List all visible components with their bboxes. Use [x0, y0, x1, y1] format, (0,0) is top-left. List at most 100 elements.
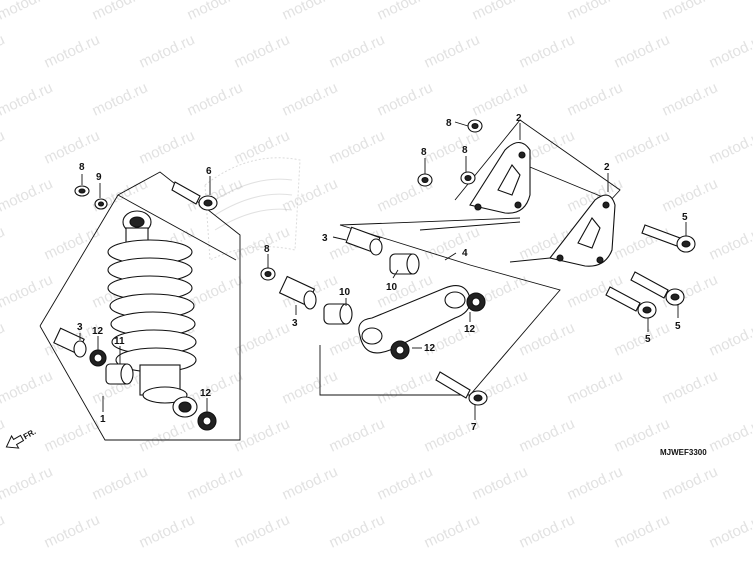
watermark-text: motod.ru [185, 0, 246, 24]
watermark-text: motod.ru [707, 415, 753, 455]
watermark-text: motod.ru [565, 79, 626, 119]
watermark-text: motod.ru [42, 127, 103, 167]
watermark-text: motod.ru [707, 127, 753, 167]
bolt-bracket-middle[interactable] [630, 271, 685, 306]
watermark-text: motod.ru [375, 463, 436, 503]
callout-8-bracket-mid-right: 8 [462, 145, 468, 156]
watermark-text: motod.ru [42, 223, 103, 263]
watermark-text: motod.ru [280, 463, 341, 503]
watermark-text: motod.ru [232, 319, 293, 359]
collar-center-lower[interactable] [278, 275, 317, 310]
watermark-text: motod.ru [517, 319, 578, 359]
washer-top-left[interactable] [94, 198, 108, 210]
watermark-text: motod.ru [375, 79, 436, 119]
front-direction-marker: FR. [5, 427, 37, 449]
watermark-text: motod.ru [612, 31, 673, 71]
seal-link-right[interactable] [466, 292, 486, 312]
watermark-text: motod.ru [707, 319, 753, 359]
seal-left[interactable] [89, 349, 107, 367]
callout-3-left: 3 [77, 322, 83, 333]
watermark-text: motod.ru [42, 415, 103, 455]
diagram-code: MJWEF3300 [660, 448, 707, 457]
bolt-bracket-lower[interactable] [605, 286, 657, 319]
watermark-text: motod.ru [422, 511, 483, 551]
watermark-text: motod.ru [375, 367, 436, 407]
assembly-outline-linkage [319, 217, 561, 396]
rear-shock-absorber[interactable] [107, 210, 198, 418]
collar-center-upper[interactable] [345, 226, 383, 256]
watermark-text: motod.ru [137, 511, 198, 551]
watermark-text: motod.ru [707, 31, 753, 71]
watermark-text: motod.ru [565, 0, 626, 24]
watermark-text: motod.ru [137, 31, 198, 71]
callout-8-bracket-top: 8 [446, 118, 452, 129]
callout-4: 4 [462, 248, 468, 259]
watermark-text: motod.ru [612, 127, 673, 167]
watermark-text: motod.ru [375, 0, 436, 24]
watermark-text: motod.ru [0, 79, 55, 119]
watermark-text: motod.ru [232, 415, 293, 455]
callout-12-left: 12 [92, 326, 104, 337]
watermark-text: motod.ru [612, 319, 673, 359]
callout-12-shock: 12 [200, 388, 212, 399]
nut-center[interactable] [260, 267, 276, 281]
nut-bracket-mid-right[interactable] [460, 171, 476, 185]
callout-5-middle: 5 [675, 321, 681, 332]
watermark-text: motod.ru [660, 463, 721, 503]
callout-1: 1 [100, 414, 106, 425]
watermark-text: motod.ru [232, 511, 293, 551]
watermark-text: motod.ru [327, 31, 388, 71]
assembly-outline-shock [39, 171, 241, 441]
watermark-text: motod.ru [90, 463, 151, 503]
bushing-center-upper[interactable] [389, 253, 420, 275]
watermark-text: motod.ru [707, 223, 753, 263]
watermark-text: motod.ru [422, 127, 483, 167]
watermark-text: motod.ru [327, 511, 388, 551]
callout-8-top-left: 8 [79, 162, 85, 173]
bushing-center-lower[interactable] [323, 303, 353, 325]
bolt-bracket-upper-right[interactable] [641, 224, 696, 253]
bolt-link-lower[interactable] [435, 371, 488, 406]
seal-link-lower[interactable] [390, 340, 410, 360]
watermark-text: motod.ru [0, 511, 7, 551]
watermark-text: motod.ru [517, 415, 578, 455]
callout-labels: 1 8 9 6 3 12 11 12 8 3 3 10 10 12 12 4 7… [77, 113, 688, 433]
bracket-upper[interactable] [469, 141, 531, 214]
nut-top-left[interactable] [74, 185, 90, 197]
bolt-upper-shock[interactable] [171, 181, 218, 211]
watermark-text: motod.ru [517, 31, 578, 71]
callout-8-center: 8 [264, 244, 270, 255]
watermark-text: motod.ru [327, 415, 388, 455]
callout-3-center-lower: 3 [292, 318, 298, 329]
callout-2-upper: 2 [516, 113, 522, 124]
watermark-text: motod.ru [137, 127, 198, 167]
callout-5-upper: 5 [682, 212, 688, 223]
watermark-text: motod.ru [137, 415, 198, 455]
callout-6: 6 [206, 166, 212, 177]
watermark-text: motod.ru [422, 31, 483, 71]
seal-lower-shock[interactable] [197, 411, 217, 431]
watermark-text: motod.ru [612, 223, 673, 263]
watermark-text: motod.ru [0, 175, 55, 215]
bushing-shock[interactable] [105, 363, 134, 385]
arrow-left-icon [5, 434, 25, 449]
watermark-text: motod.ru [90, 79, 151, 119]
callout-12-link-lower: 12 [424, 343, 436, 354]
watermark-text: motod.ru [0, 271, 55, 311]
nut-bracket-mid-left[interactable] [417, 173, 433, 187]
callout-10-upper: 10 [386, 282, 398, 293]
watermark-text: motod.ru [660, 175, 721, 215]
watermark-text: motod.ru [565, 367, 626, 407]
shock-spring [107, 239, 197, 373]
bracket-lower[interactable] [549, 194, 616, 267]
watermark-text: motod.ru [0, 223, 7, 263]
collar-left[interactable] [53, 327, 87, 358]
nut-bracket-top[interactable] [467, 119, 483, 133]
watermark-text: motod.ru [280, 79, 341, 119]
watermark-text: motod.ru [42, 31, 103, 71]
callout-10-lower: 10 [339, 287, 351, 298]
watermark-text: motod.ru [0, 367, 55, 407]
watermark-text: motod.ru [470, 0, 531, 24]
watermark-text: motod.ru [660, 367, 721, 407]
